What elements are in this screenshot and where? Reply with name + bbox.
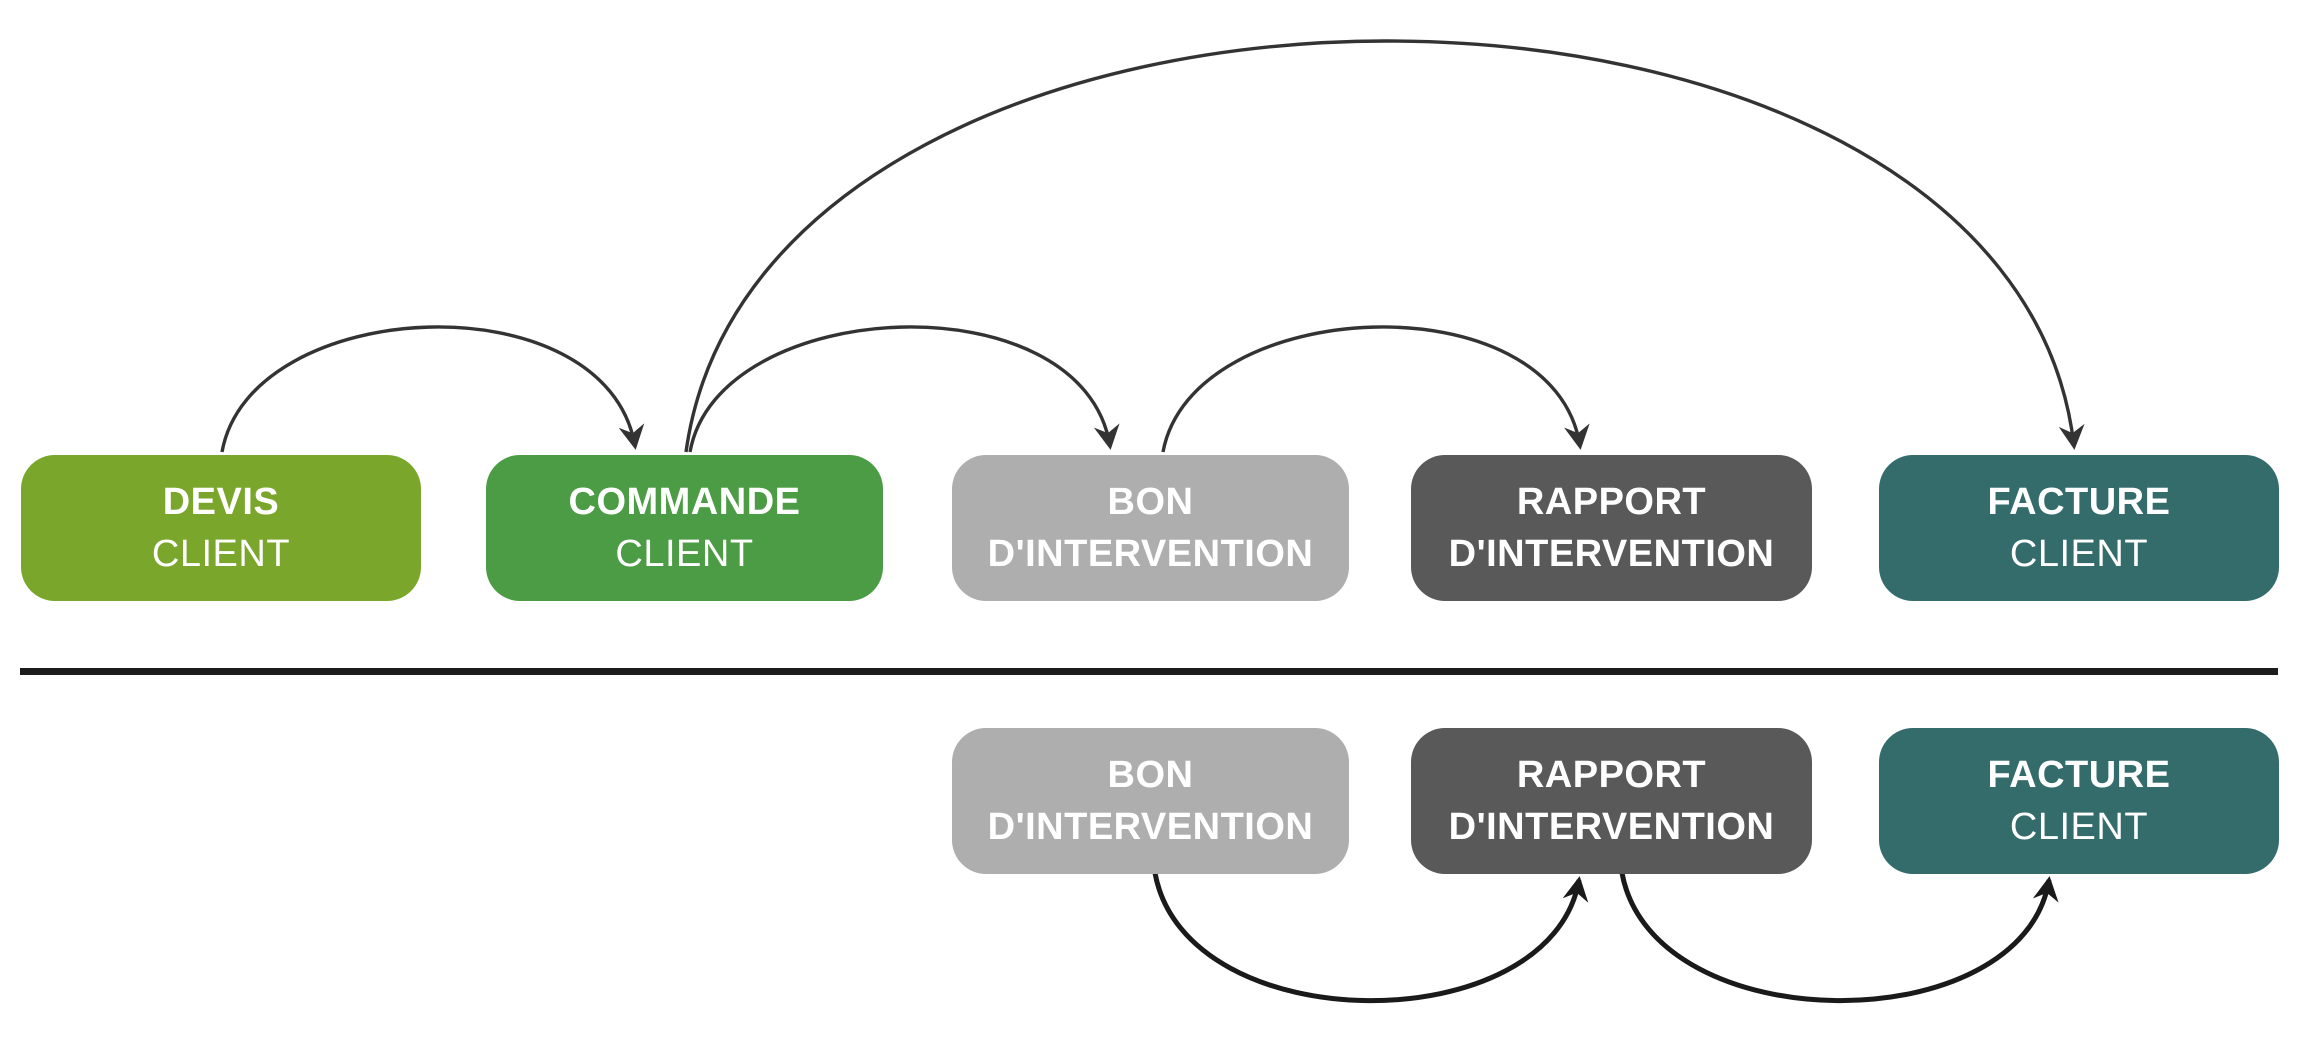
- node-label-line1: BON: [1107, 754, 1194, 796]
- arrow-commande-to-bon: [688, 325, 1120, 453]
- arrow-bon-to-rapport-bottom: [1152, 872, 1589, 1004]
- node-label-line1: RAPPORT: [1516, 754, 1707, 796]
- node-label-line1: RAPPORT: [1516, 481, 1707, 523]
- node-label-line2: D'INTERVENTION: [987, 806, 1314, 848]
- node-commande-client: COMMANDE CLIENT: [486, 455, 883, 601]
- node-facture-client: FACTURE CLIENT: [1879, 455, 2279, 601]
- node-rapport-intervention: RAPPORT D'INTERVENTION: [1411, 455, 1812, 601]
- node-label-line2: D'INTERVENTION: [1448, 533, 1775, 575]
- node-devis-client: DEVIS CLIENT: [21, 455, 421, 601]
- node-label-line1: FACTURE: [1987, 481, 2171, 523]
- node-bon-intervention-bottom: BON D'INTERVENTION: [952, 728, 1349, 874]
- node-label-line1: DEVIS: [162, 481, 280, 523]
- node-label-line2: CLIENT: [2009, 806, 2149, 848]
- arrow-bon-to-rapport: [1161, 325, 1590, 453]
- node-label-line2: D'INTERVENTION: [987, 533, 1314, 575]
- arrow-devis-to-commande: [220, 325, 645, 453]
- section-divider: [20, 668, 2278, 675]
- node-label-line1: BON: [1107, 481, 1194, 523]
- arrow-rapport-to-facture-bottom: [1619, 872, 2059, 1004]
- node-bon-intervention: BON D'INTERVENTION: [952, 455, 1349, 601]
- node-label-line2: CLIENT: [151, 533, 291, 575]
- node-label-line2: CLIENT: [615, 533, 754, 575]
- node-label-line1: FACTURE: [1987, 754, 2171, 796]
- node-facture-client-bottom: FACTURE CLIENT: [1879, 728, 2279, 874]
- node-label-line2: CLIENT: [2009, 533, 2149, 575]
- node-rapport-intervention-bottom: RAPPORT D'INTERVENTION: [1411, 728, 1812, 874]
- node-label-line2: D'INTERVENTION: [1448, 806, 1775, 848]
- arrow-commande-to-facture: [684, 39, 2085, 453]
- node-label-line1: COMMANDE: [568, 481, 801, 523]
